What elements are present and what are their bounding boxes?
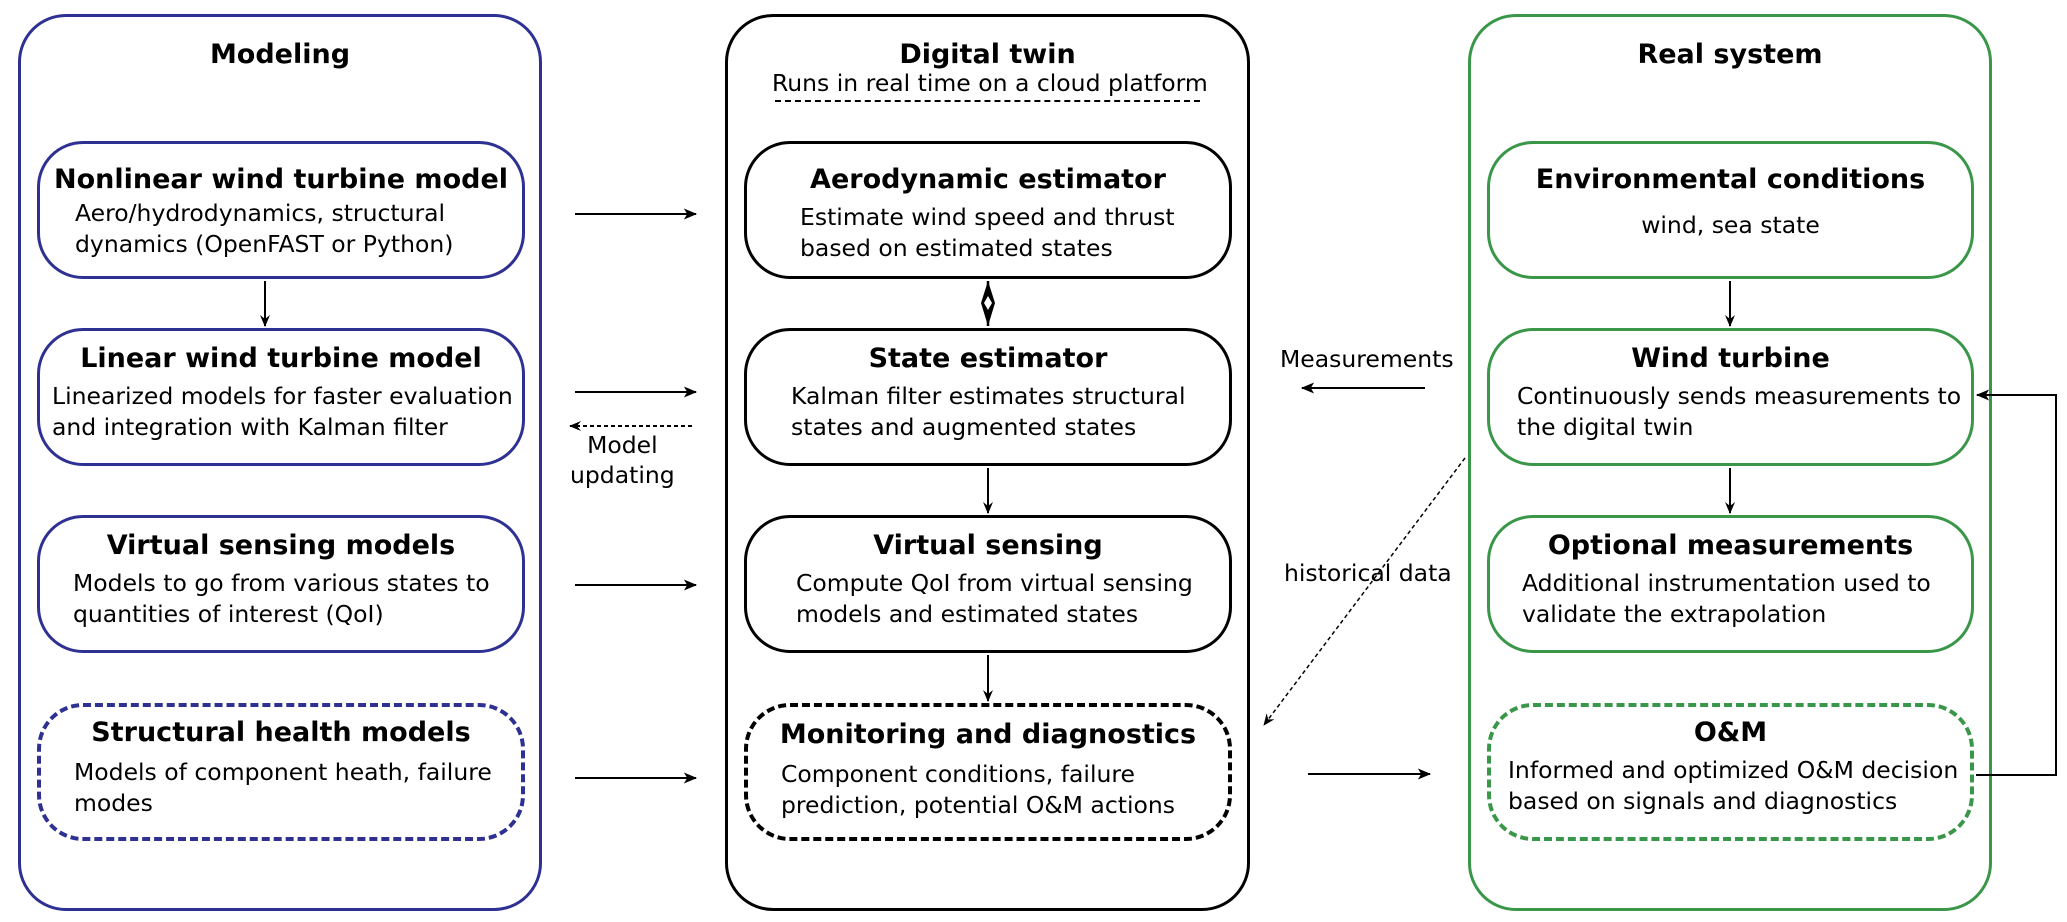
box-title: Wind turbine (1631, 343, 1830, 374)
box-title: State estimator (868, 343, 1108, 374)
box-title: Monitoring and diagnostics (779, 719, 1197, 750)
real-system-title: Real system (1637, 39, 1823, 70)
modeling-title: Modeling (209, 39, 351, 70)
box-title: Aerodynamic estimator (810, 164, 1166, 195)
box-desc: Kalman filter estimates structural state… (791, 382, 1186, 441)
nonlinear-model-box: Nonlinear wind turbine model Aero/hydrod… (37, 141, 525, 279)
linear-model-box: Linear wind turbine model Linearized mod… (37, 328, 525, 466)
measurements-label: Measurements (1280, 345, 1454, 373)
digital-twin-container: Digital twin (725, 14, 1250, 911)
box-desc: Informed and optimized O&M decision base… (1508, 756, 1959, 815)
box-desc: Component conditions, failure prediction… (781, 760, 1175, 819)
box-title: Optional measurements (1547, 530, 1914, 561)
structural-health-models-box: Structural health models Models of compo… (37, 703, 525, 841)
box-title: Virtual sensing (873, 530, 1103, 561)
box-desc: Estimate wind speed and thrust based on … (800, 203, 1175, 262)
box-desc: Aero/hydrodynamics, structural dynamics … (75, 199, 454, 258)
aerodynamic-estimator-box: Aerodynamic estimator Estimate wind spee… (744, 141, 1232, 279)
box-title: Linear wind turbine model (80, 343, 482, 374)
state-estimator-box: State estimator Kalman filter estimates … (744, 328, 1232, 466)
optional-measurements-box: Optional measurements Additional instrum… (1487, 515, 1974, 653)
box-desc: wind, sea state (1641, 211, 1820, 239)
box-desc: Linearized models for faster evaluation … (52, 382, 513, 441)
box-desc: Models to go from various states to quan… (73, 569, 490, 628)
environmental-conditions-box: Environmental conditions wind, sea state (1487, 141, 1974, 279)
modeling-container: Modeling (18, 14, 542, 911)
virtual-sensing-box: Virtual sensing Compute QoI from virtual… (744, 515, 1232, 653)
box-desc: Continuously sends measurements to the d… (1517, 382, 1962, 441)
box-desc: Additional instrumentation used to valid… (1522, 569, 1931, 628)
box-desc: Compute QoI from virtual sensing models … (796, 569, 1193, 628)
wind-turbine-box: Wind turbine Continuously sends measurem… (1487, 328, 1974, 466)
box-desc: Models of component heath, failure modes (74, 758, 492, 817)
box-title: Nonlinear wind turbine model (53, 164, 509, 195)
virtual-sensing-models-box: Virtual sensing models Models to go from… (37, 515, 525, 653)
box-title: Virtual sensing models (106, 530, 456, 561)
om-box: O&M Informed and optimized O&M decision … (1487, 703, 1974, 841)
digital-twin-title: Digital twin (899, 39, 1076, 70)
box-title: Environmental conditions (1535, 164, 1926, 195)
box-title: Structural health models (91, 717, 471, 748)
historical-data-label: historical data (1284, 559, 1452, 587)
digital-twin-subtitle: Runs in real time on a cloud platform (772, 69, 1208, 97)
monitoring-diagnostics-box: Monitoring and diagnostics Component con… (744, 703, 1232, 841)
arrow-historical-data (1263, 457, 1466, 726)
subtitle-dashed-rule (775, 100, 1200, 102)
box-title: O&M (1693, 717, 1768, 748)
model-updating-label: Model updating (570, 431, 675, 489)
